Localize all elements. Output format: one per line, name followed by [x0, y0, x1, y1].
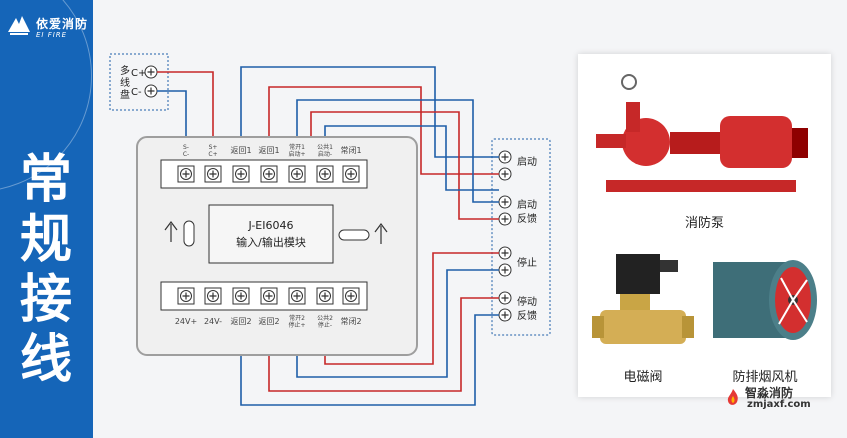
terminal-label-feedback1: 反馈: [517, 212, 537, 225]
svg-text:启动+: 启动+: [288, 150, 305, 158]
svg-text:S-: S-: [183, 144, 189, 151]
smoke-exhaust-fan-caption: 防排烟风机: [732, 370, 798, 385]
title-char: 接: [19, 270, 72, 330]
fire-pump-caption: 消防泵: [684, 216, 724, 231]
terminal-screw: [288, 287, 306, 305]
terminal-screw: [232, 165, 250, 183]
terminal-label-start2: 启动: [517, 198, 537, 211]
terminal-screw: [260, 287, 278, 305]
terminal-screw: [498, 195, 512, 209]
svg-text:启动-: 启动-: [318, 150, 332, 158]
terminal-screw: [342, 287, 360, 305]
wire: [296, 269, 499, 378]
bottom-label-return2a: 返回2: [230, 317, 251, 326]
wiring-diagram: 多 线 盘 C+ C- 启动 启动 反馈 停止 停动 反馈 S-C- S+C+ …: [109, 53, 551, 406]
wire: [296, 99, 499, 203]
terminal-screw: [316, 165, 334, 183]
module-name: 输入/输出模块: [236, 235, 306, 249]
terminal-screw: [260, 165, 278, 183]
svg-text:公共1: 公共1: [317, 143, 333, 151]
brand-name-en: EI FIRE: [36, 31, 68, 39]
wire-bus-plus: [157, 71, 214, 149]
bus-minus-label: C-: [131, 87, 142, 98]
terminal-screw: [498, 263, 512, 277]
watermark-name: 智淼消防: [745, 386, 794, 400]
terminal-label-start1: 启动: [517, 155, 537, 168]
terminal-screw: [342, 165, 360, 183]
flame-logo-icon: [8, 16, 30, 35]
terminal-screw: [204, 287, 222, 305]
svg-text:常开1: 常开1: [289, 143, 305, 151]
svg-text:C+: C+: [208, 151, 217, 158]
top-label-return1a: 返回1: [230, 146, 251, 155]
brand-name-cn: 依爱消防: [36, 17, 89, 31]
terminal-label-feedback2: 反馈: [517, 309, 537, 322]
terminal-screw: [204, 165, 222, 183]
solenoid-valve-icon: [592, 254, 694, 344]
slot-icon: [183, 220, 195, 247]
device-terminal-box: [491, 138, 551, 336]
terminal-screw: [177, 287, 195, 305]
module-model: J-EI6046: [247, 219, 293, 232]
terminal-screw: [177, 165, 195, 183]
fire-pump-photo: 消防泵: [586, 62, 823, 232]
terminal-screw: [498, 167, 512, 181]
smoke-exhaust-fan-photo: 防排烟风机: [707, 234, 823, 389]
terminal-screw: [498, 212, 512, 226]
wire-bus-minus: [157, 90, 187, 149]
sidebar: 依爱消防 EI FIRE 常 规 接 线: [0, 0, 93, 438]
bus-label-1: 多: [120, 64, 130, 77]
svg-text:停止+: 停止+: [288, 321, 305, 329]
flame-watermark-icon: [727, 389, 738, 405]
up-arrow-icon: [374, 223, 388, 244]
bus-label-2: 线: [120, 76, 130, 89]
bottom-label-24vm: 24V-: [204, 317, 222, 326]
terminal-screw: [498, 150, 512, 164]
bottom-label-24vp: 24V+: [175, 317, 197, 326]
smoke-exhaust-fan-icon: [713, 260, 817, 340]
top-label-nc1: 常闭1: [340, 146, 361, 155]
wire: [240, 314, 499, 406]
wire: [268, 86, 499, 175]
svg-text:S+: S+: [209, 144, 218, 151]
bus-label-3: 盘: [120, 88, 130, 101]
terminal-screw: [316, 287, 334, 305]
terminal-label-stop: 停止: [517, 256, 537, 269]
bus-plus-screw: [144, 65, 158, 79]
title-char: 常: [19, 150, 72, 210]
terminal-label-stop2: 停动: [517, 295, 537, 308]
product-panel: 消防泵 电磁阀 防排烟风机: [578, 54, 831, 397]
svg-text:常开2: 常开2: [289, 314, 305, 322]
terminal-screw: [288, 165, 306, 183]
vertical-title: 常 规 接 线: [14, 150, 78, 390]
wire: [240, 66, 499, 158]
bus-plus-label: C+: [131, 68, 146, 79]
bottom-label-return2b: 返回2: [258, 317, 279, 326]
bus-terminal-box: [109, 53, 169, 111]
watermark-url: zmjaxf.com: [747, 399, 811, 410]
wire: [324, 125, 499, 191]
wire: [310, 111, 499, 220]
bus-minus-screw: [144, 84, 158, 98]
terminal-screw: [498, 308, 512, 322]
fire-pump-icon: [596, 74, 808, 192]
terminal-screw: [232, 287, 250, 305]
terminal-screw: [498, 291, 512, 305]
up-arrow-icon: [164, 221, 178, 242]
title-char: 规: [19, 210, 72, 270]
wire: [268, 297, 499, 392]
solenoid-valve-photo: 电磁阀: [586, 234, 700, 389]
terminal-screw: [498, 246, 512, 260]
top-label-return1b: 返回1: [258, 146, 279, 155]
title-char: 线: [19, 330, 72, 390]
svg-text:公共2: 公共2: [317, 314, 333, 322]
solenoid-valve-caption: 电磁阀: [623, 370, 663, 385]
slot-icon: [338, 229, 370, 241]
module-label-box: [208, 204, 334, 264]
svg-text:停止-: 停止-: [318, 321, 332, 329]
svg-text:C-: C-: [183, 151, 189, 158]
bottom-label-nc2: 常闭2: [340, 317, 361, 326]
